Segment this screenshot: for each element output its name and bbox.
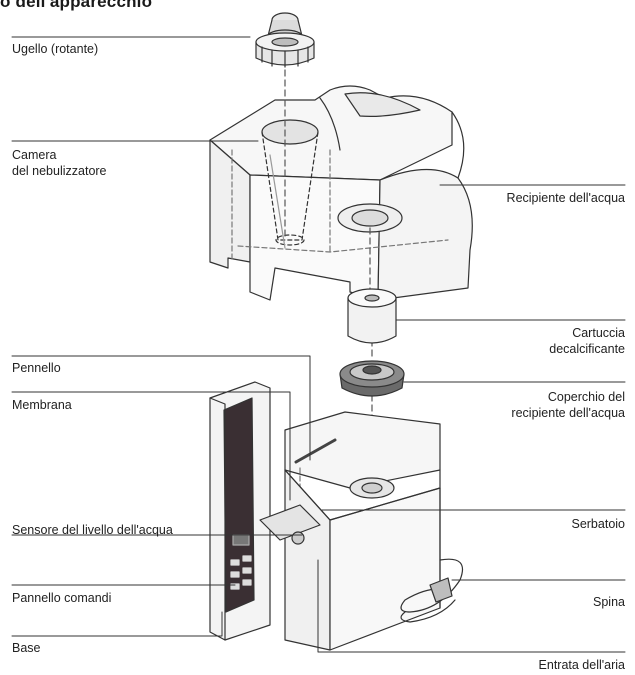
cartridge-part xyxy=(347,288,397,344)
nozzle-part xyxy=(255,12,315,68)
label-coperchio-line1: Coperchio del xyxy=(547,390,625,404)
label-camera-line2: del nebulizzatore xyxy=(12,164,107,178)
lid-part xyxy=(339,360,405,397)
label-camera-line1: Camera xyxy=(12,148,57,162)
label-recipiente: Recipiente dell'acqua xyxy=(506,191,625,205)
label-membrana: Membrana xyxy=(12,398,72,412)
label-serbatoio: Serbatoio xyxy=(571,517,625,531)
label-cartuccia-line1: Cartuccia xyxy=(572,326,625,340)
label-spina: Spina xyxy=(593,595,625,609)
label-pennello: Pennello xyxy=(12,361,61,375)
page-title: o dell'apparecchio xyxy=(0,0,153,11)
label-base: Base xyxy=(12,641,41,655)
label-entrata: Entrata dell'aria xyxy=(538,658,625,672)
leader-lines xyxy=(11,36,626,653)
label-ugello: Ugello (rotante) xyxy=(12,42,99,56)
water-container-part xyxy=(209,85,473,301)
label-cartuccia-line2: decalcificante xyxy=(549,342,625,356)
label-pannello: Pannello comandi xyxy=(12,591,112,605)
label-coperchio-line2: recipiente dell'acqua xyxy=(511,406,625,420)
base-unit-part xyxy=(209,381,464,651)
label-sensore: Sensore del livello dell'acqua xyxy=(12,523,173,537)
